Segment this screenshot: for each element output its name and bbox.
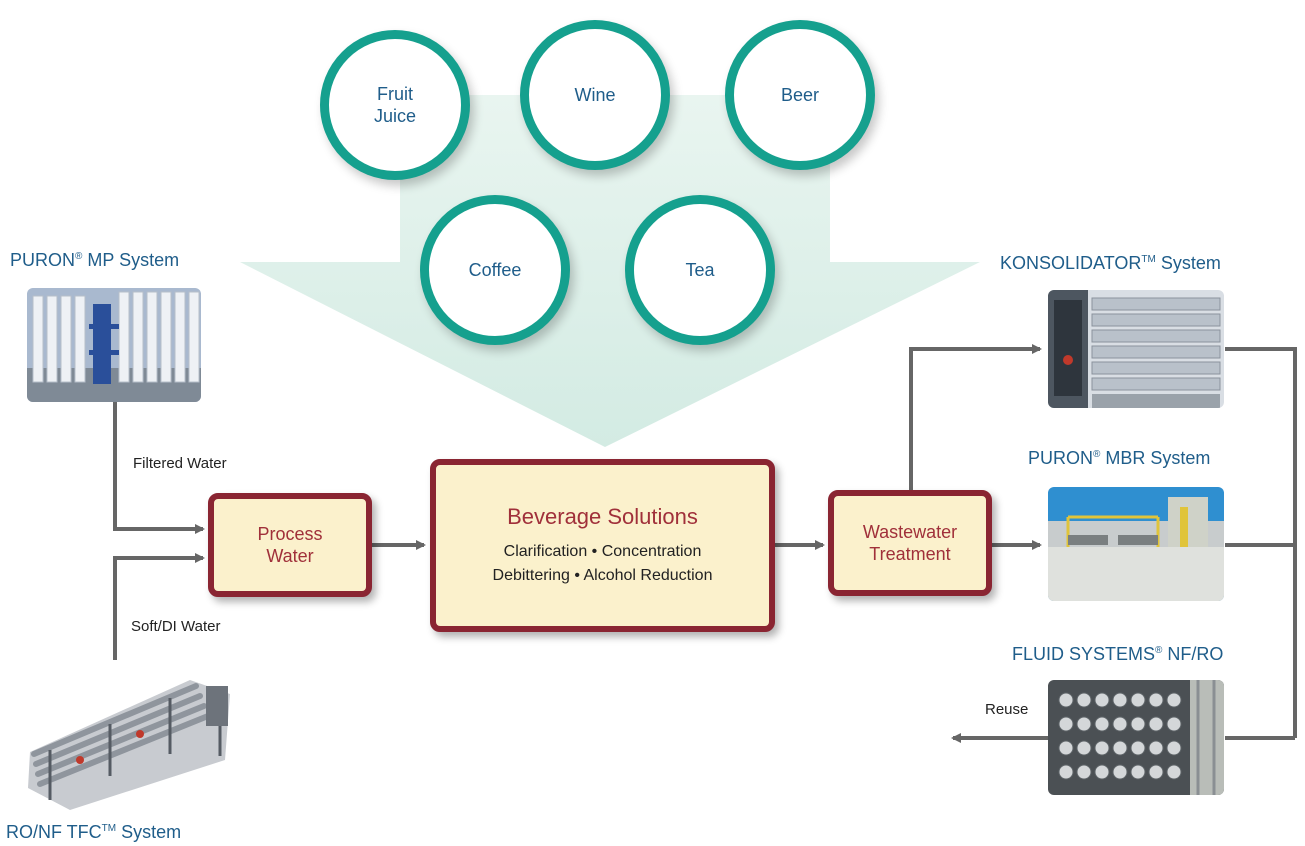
process-water-box: Process Water	[208, 493, 372, 597]
beverage-solutions-title: Beverage Solutions	[507, 503, 698, 529]
wastewater-title: Wastewater Treatment	[862, 522, 958, 564]
beverage-solutions-line1: Clarification • Concentration	[503, 542, 702, 560]
label-puron-mbr: PURON® MBR System	[1028, 448, 1211, 468]
label-fluid-systems: FLUID SYSTEMS® NF/RO	[1012, 644, 1224, 664]
label-filtered-water: Filtered Water	[133, 455, 227, 472]
label-reuse: Reuse	[985, 701, 1029, 718]
connector-right-bus	[1225, 347, 1297, 740]
wastewater-treatment-box: Wastewater Treatment	[828, 490, 992, 596]
funnel-shape	[240, 95, 980, 447]
circle-coffee: Coffee	[420, 195, 570, 345]
ro-nf-photo	[20, 660, 240, 812]
label-konsolidator: KONSOLIDATORTM System	[1000, 253, 1221, 273]
fluid-systems-photo	[1048, 680, 1224, 795]
arrow-to-konsolidator	[909, 344, 1042, 490]
label-puron-mp: PURON® MP System	[10, 250, 180, 270]
label-soft-di-water: Soft/DI Water	[131, 618, 221, 635]
circle-beer: Beer	[725, 20, 875, 170]
arrow-soft-di-water	[113, 553, 205, 668]
circle-wine: Wine	[520, 20, 670, 170]
beverage-solutions-box: Beverage Solutions Clarification • Conce…	[430, 459, 775, 632]
puron-mbr-photo	[1048, 487, 1224, 601]
circle-tea: Tea	[625, 195, 775, 345]
arrow-filtered-water	[113, 402, 205, 534]
puron-mp-photo	[27, 288, 201, 402]
circle-fruit-juice: Fruit Juice	[320, 30, 470, 180]
beverage-solutions-line2: Debittering • Alcohol Reduction	[492, 566, 713, 584]
process-water-title: Process Water	[257, 524, 323, 566]
label-ro-nf: RO/NF TFCTM System	[6, 822, 182, 842]
konsolidator-photo	[1048, 290, 1224, 408]
